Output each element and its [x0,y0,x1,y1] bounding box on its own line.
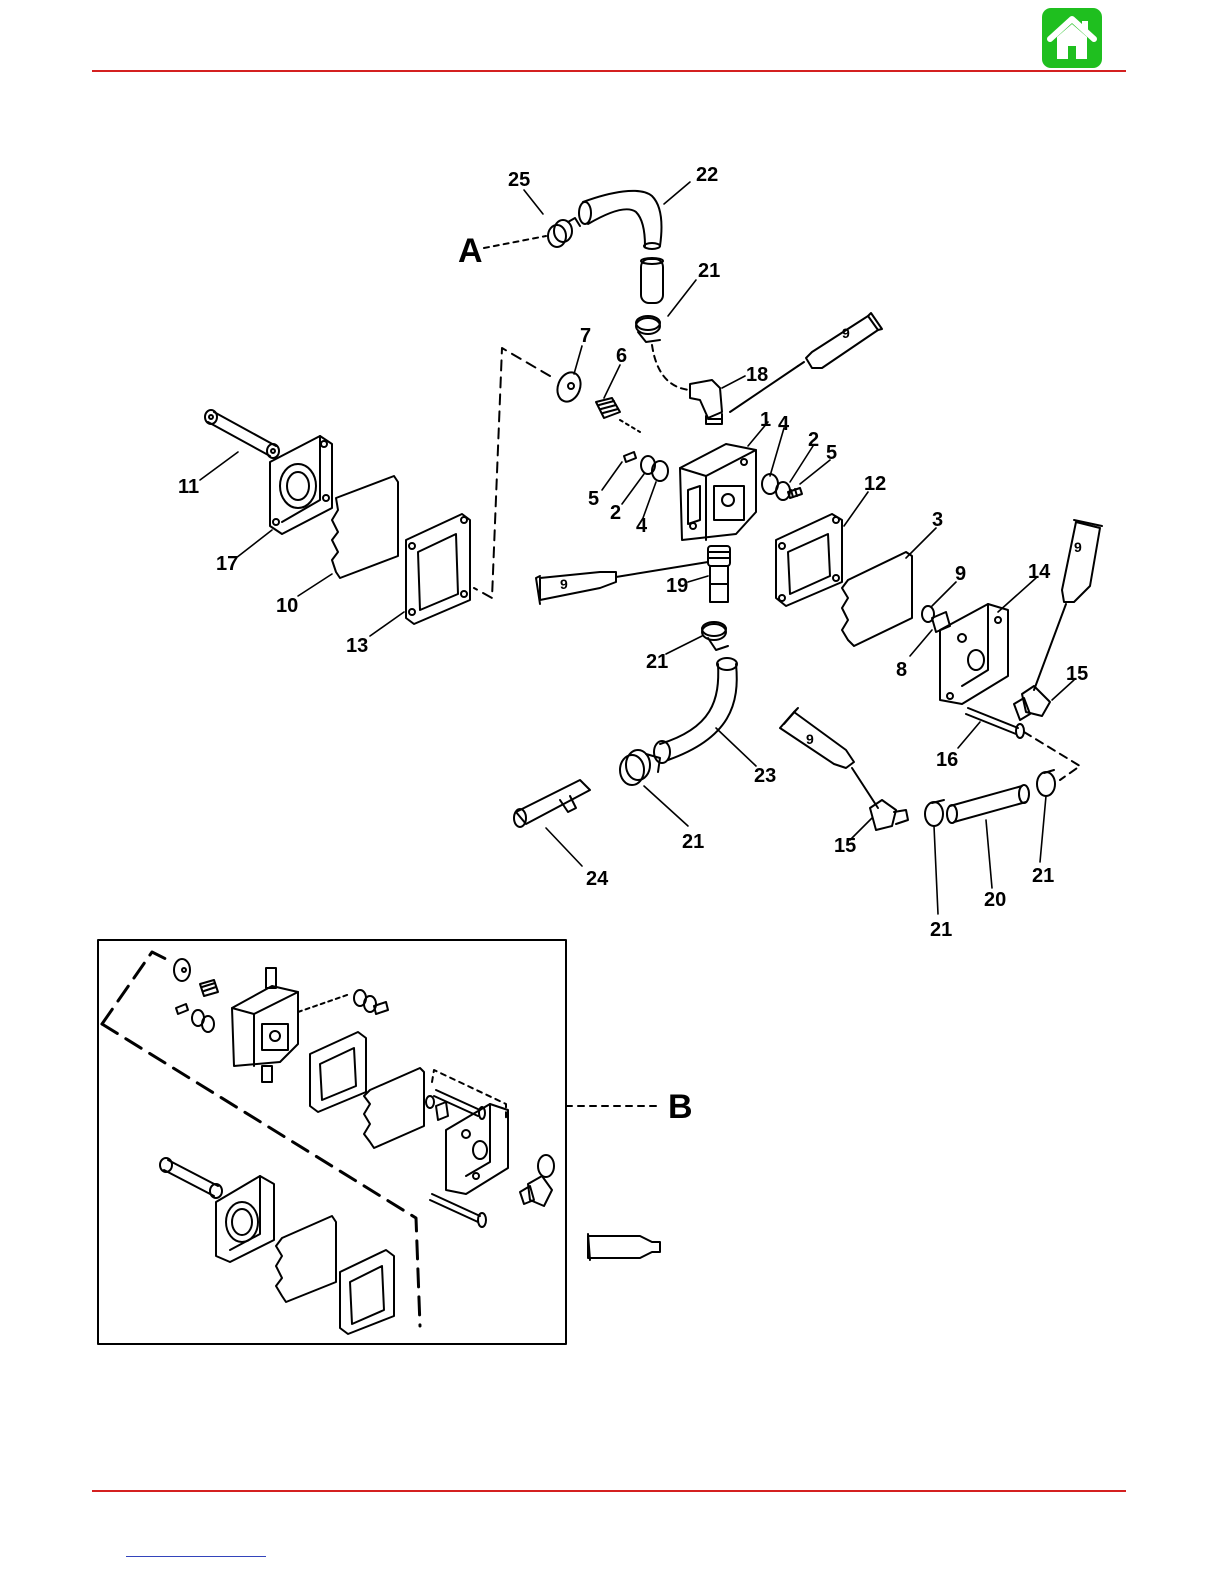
callout-15-lower: 15 [834,835,856,857]
callout-15-right: 15 [1066,663,1088,685]
sealant-tube-kit [588,1234,660,1260]
callout-11: 11 [178,476,199,498]
part-16-screw [966,708,1024,738]
part-22-elbow-hose [579,191,661,249]
part-21-clamp-hose-left [925,800,944,826]
callout-10: 10 [276,595,298,617]
callout-25: 25 [508,169,530,191]
callout-9: 9 [955,563,966,585]
callout-18: 18 [746,364,768,386]
part-1-pump-body [680,444,756,540]
callout-4-right: 4 [778,413,790,435]
callout-17: 17 [216,553,238,575]
callout-2-left: 2 [610,502,621,524]
part-10-diaphragm [332,476,398,578]
part-21-clamp-hose-right [1037,770,1055,796]
callout-21-hose-right: 21 [1032,865,1054,887]
part-15-elbow-right [1014,686,1050,720]
callout-21-top: 21 [698,260,720,282]
callout-12: 12 [864,473,886,495]
part-21-clamp-top [636,316,660,342]
tube-label-4: 9 [806,731,814,747]
part-6-spring [596,398,640,432]
part-23-hose [654,658,737,763]
part-25-clamp [548,218,580,247]
footer-rule [92,1490,1126,1492]
callout-21-lower: 21 [682,831,704,853]
part-15-elbow-lower [870,800,908,830]
part-short-hose [641,258,663,303]
part-5-left [624,452,636,462]
callout-2-right: 2 [808,429,819,451]
sealant-tube-lower-middle [780,708,878,808]
leader-a [484,236,546,248]
view-b-label: B [668,1088,693,1126]
callout-16: 16 [936,749,958,771]
callout-20: 20 [984,889,1006,911]
part-21-clamp-lower [620,750,660,785]
callout-21-hose-left: 21 [930,919,952,941]
part-12-gasket [776,514,842,606]
callout-3: 3 [932,509,943,531]
callout-23: 23 [754,765,776,787]
callout-13: 13 [346,635,368,657]
footer-link-underline[interactable] [126,1556,266,1557]
callout-4-left: 4 [636,515,648,537]
callout-1: 1 [760,409,771,431]
tube-label-1: 9 [842,325,850,341]
callout-14: 14 [1028,561,1051,583]
callout-5-left: 5 [588,488,599,510]
callout-leaders [200,182,1074,914]
part-19-fitting [708,546,730,602]
sealant-tube-top-right [730,313,882,412]
part-18-elbow-fitting [690,380,722,424]
part-11-rod [205,410,279,458]
callout-19: 19 [666,575,688,597]
callout-22: 22 [696,164,718,186]
part-14-cover [940,604,1008,704]
part-3-diaphragm [842,552,912,646]
callout-6: 6 [616,345,627,367]
part-24-tee-fitting [514,780,590,827]
tube-label-3: 9 [1074,539,1082,555]
part-13-gasket [406,514,470,624]
callout-5-right: 5 [826,442,837,464]
tube-label-2: 9 [560,576,568,592]
callout-8: 8 [896,659,907,681]
callout-labels: 25 22 21 7 6 18 1 4 2 5 11 17 10 13 5 2 … [178,164,1088,941]
inset-kit-parts [102,952,554,1334]
callout-24: 24 [586,868,609,890]
view-a-label: A [458,232,483,270]
part-20-hose [947,785,1029,823]
callout-7: 7 [580,325,591,347]
callout-21-middle: 21 [646,651,668,673]
part-7-disc [554,369,585,405]
part-21-clamp-middle [702,622,728,650]
